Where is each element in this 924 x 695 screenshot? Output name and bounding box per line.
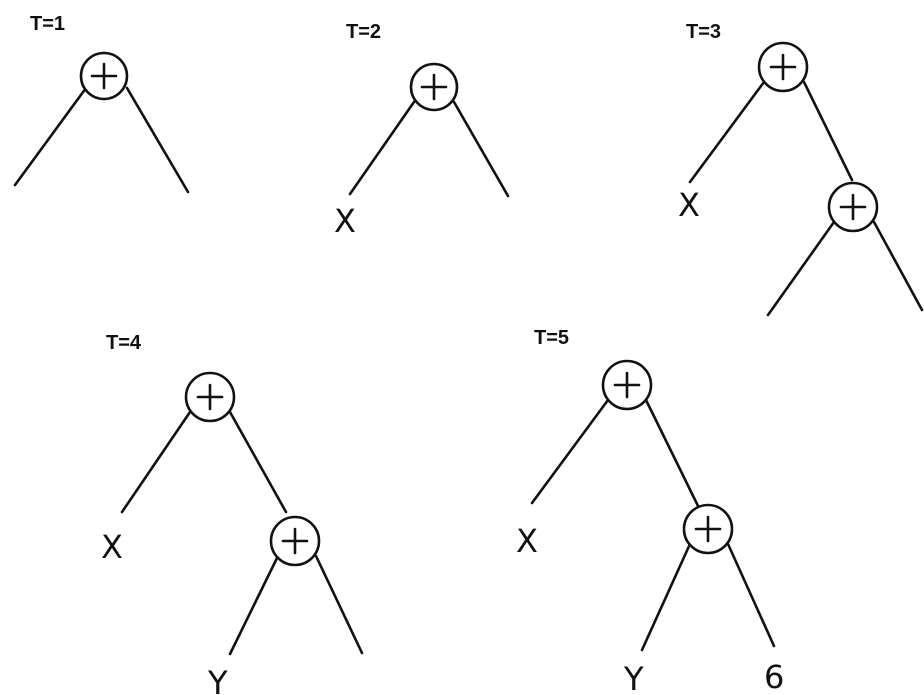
edge-right bbox=[644, 398, 702, 512]
edge-right-child bbox=[872, 220, 924, 312]
leaf-constant: 6 bbox=[764, 658, 784, 695]
edge-right bbox=[452, 100, 510, 198]
edge-right-child bbox=[726, 542, 776, 648]
edge-right bbox=[228, 410, 288, 514]
edge-left bbox=[120, 410, 192, 514]
plus-node-child bbox=[827, 181, 879, 233]
edge-left bbox=[13, 86, 88, 187]
step-label: T=4 bbox=[106, 332, 142, 354]
step-t4: T=4 X Y bbox=[101, 332, 364, 695]
edge-left-child bbox=[228, 554, 280, 656]
step-t3: T=3 X bbox=[678, 21, 924, 317]
leaf-y: Y bbox=[207, 664, 228, 695]
step-t2: T=2 X bbox=[334, 21, 510, 240]
edge-left-child bbox=[766, 220, 836, 317]
step-t1: T=1 bbox=[13, 13, 190, 194]
leaf-x: X bbox=[334, 202, 356, 240]
edge-right-child bbox=[314, 554, 364, 655]
plus-node-root bbox=[184, 371, 236, 423]
step-label: T=3 bbox=[686, 21, 721, 43]
plus-node-root bbox=[757, 41, 809, 93]
plus-node bbox=[409, 62, 459, 112]
edge-left bbox=[688, 80, 766, 184]
edge-left bbox=[530, 398, 610, 505]
edge-left-child bbox=[640, 542, 692, 652]
step-t5: T=5 X Y 6 bbox=[516, 327, 784, 695]
step-label: T=5 bbox=[534, 327, 569, 349]
leaf-x: X bbox=[516, 522, 538, 560]
edge-right bbox=[802, 80, 854, 182]
leaf-y: Y bbox=[623, 660, 644, 695]
step-label: T=2 bbox=[346, 21, 381, 43]
edge-right bbox=[125, 86, 190, 194]
step-label: T=1 bbox=[30, 13, 65, 35]
plus-node-child bbox=[269, 515, 321, 567]
leaf-x: X bbox=[678, 186, 700, 224]
edge-left bbox=[348, 100, 416, 196]
plus-node-root bbox=[601, 359, 653, 411]
plus-node-child bbox=[682, 503, 734, 555]
leaf-x: X bbox=[101, 528, 123, 566]
plus-node bbox=[79, 51, 129, 101]
